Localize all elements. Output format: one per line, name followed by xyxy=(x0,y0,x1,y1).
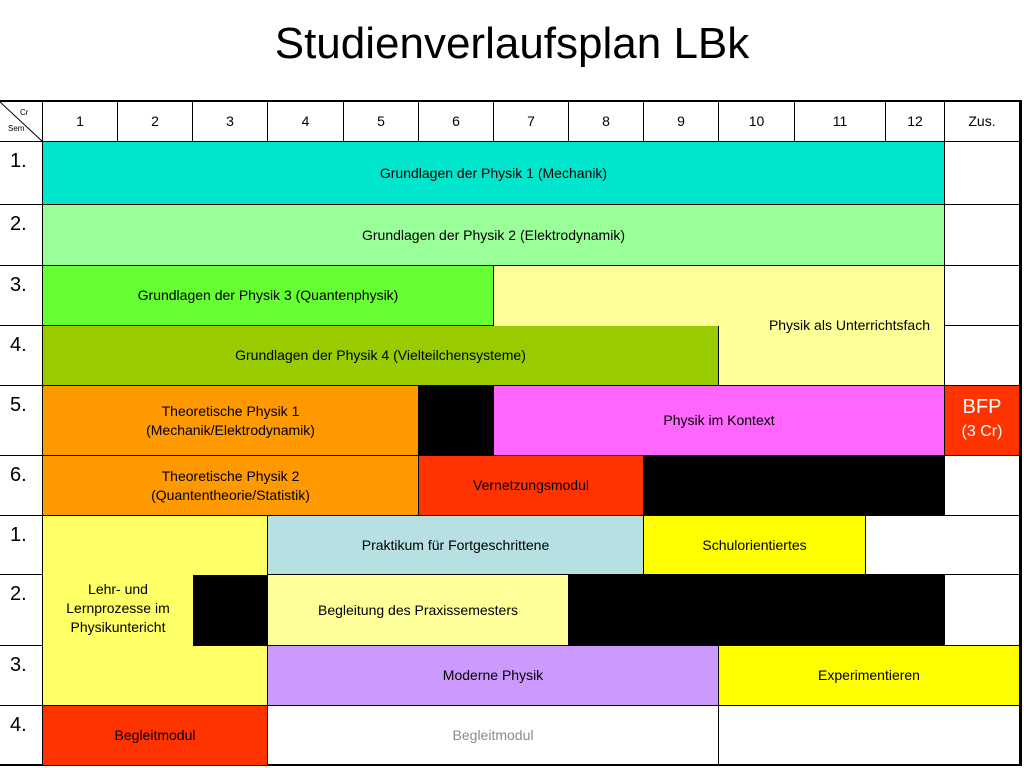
column-header-11: 11 xyxy=(795,102,886,142)
module-grundlagen-physik-3: Grundlagen der Physik 3 (Quantenphysik) xyxy=(43,266,494,326)
module-theoretische-physik-1: Theoretische Physik 1 (Mechanik/Elektrod… xyxy=(43,386,419,456)
semester-label-6: 6. xyxy=(0,456,43,516)
column-header-total: Zus. xyxy=(945,102,1020,142)
corner-header-cell: Cr Sem xyxy=(0,102,43,142)
module-lehr-line-2: Lernprozesse im xyxy=(66,600,170,616)
module-theoretische-physik-1-title: Theoretische Physik 1 xyxy=(161,402,300,419)
page-title: Studienverlaufsplan LBk xyxy=(274,19,750,68)
empty-white-block-row-7 xyxy=(866,516,1020,575)
semester-label-7: 1. xyxy=(0,516,43,575)
module-theoretische-physik-1-subtitle: (Mechanik/Elektrodynamik) xyxy=(146,421,315,438)
semester-label-5: 5. xyxy=(0,386,43,456)
column-header-7: 7 xyxy=(494,102,569,142)
total-cell-row-2 xyxy=(945,205,1020,266)
column-header-4: 4 xyxy=(268,102,344,142)
column-header-1: 1 xyxy=(43,102,118,142)
module-vernetzungsmodul: Vernetzungsmodul xyxy=(419,456,644,516)
module-lehr-line-1: Lehr- und xyxy=(88,581,148,597)
module-bfp-credits: (3 Cr) xyxy=(961,423,1003,440)
corner-diagonal-line xyxy=(0,102,42,141)
semester-label-1: 1. xyxy=(0,142,43,205)
empty-black-block-row-8-right xyxy=(569,575,945,646)
column-header-8: 8 xyxy=(569,102,644,142)
empty-black-block-row-5 xyxy=(419,386,494,456)
semester-label-3: 3. xyxy=(0,266,43,326)
module-praktikum-fortgeschrittene: Praktikum für Fortgeschrittene xyxy=(268,516,644,575)
column-header-3: 3 xyxy=(193,102,268,142)
module-bfp-title: BFP xyxy=(962,396,1002,418)
module-theoretische-physik-2: Theoretische Physik 2 (Quantentheorie/St… xyxy=(43,456,419,516)
module-grundlagen-physik-2: Grundlagen der Physik 2 (Elektrodynamik) xyxy=(43,205,945,266)
total-cell-row-8 xyxy=(945,575,1020,646)
semester-label-2: 2. xyxy=(0,205,43,266)
empty-black-block-row-6 xyxy=(644,456,945,516)
column-header-12: 12 xyxy=(886,102,945,142)
empty-black-block-row-8-left xyxy=(193,575,268,646)
semester-label-4: 4. xyxy=(0,326,43,386)
total-cell-row-4 xyxy=(945,326,1020,386)
module-lehr-und-lernprozesse-text: Lehr- und Lernprozesse im Physikunterich… xyxy=(43,580,193,637)
column-header-9: 9 xyxy=(644,102,719,142)
semester-label-8: 2. xyxy=(0,575,43,646)
semester-label-9: 3. xyxy=(0,646,43,706)
total-cell-row-3 xyxy=(945,266,1020,326)
module-physik-im-kontext: Physik im Kontext xyxy=(494,386,945,456)
module-theoretische-physik-2-title: Theoretische Physik 2 xyxy=(161,467,300,484)
semester-label-10: 4. xyxy=(0,706,43,766)
corner-semester-label: Sem xyxy=(8,124,25,133)
total-cell-row-6 xyxy=(945,456,1020,516)
column-header-2: 2 xyxy=(118,102,193,142)
module-experimentieren: Experimentieren xyxy=(719,646,1020,706)
column-header-6: 6 xyxy=(419,102,494,142)
module-begleitmodul-red: Begleitmodul xyxy=(43,706,268,766)
module-begleitung-praxissemester: Begleitung des Praxissemesters xyxy=(268,575,569,646)
module-begleitmodul-white: Begleitmodul xyxy=(268,706,719,766)
corner-credits-label: Cr xyxy=(20,108,29,117)
module-lehr-line-3: Physikuntericht xyxy=(70,619,166,635)
module-bfp: BFP (3 Cr) xyxy=(945,386,1020,456)
empty-white-block-row-10 xyxy=(719,706,1020,766)
module-theoretische-physik-2-subtitle: (Quantentheorie/Statistik) xyxy=(151,486,310,503)
module-grundlagen-physik-4: Grundlagen der Physik 4 (Vielteilchensys… xyxy=(43,326,719,386)
module-moderne-physik: Moderne Physik xyxy=(268,646,719,706)
module-grundlagen-physik-1: Grundlagen der Physik 1 (Mechanik) xyxy=(43,142,945,205)
study-plan-grid: Cr Sem 1 2 3 4 5 6 7 8 9 10 11 12 Zus. 1… xyxy=(0,100,1022,766)
column-header-10: 10 xyxy=(719,102,795,142)
column-header-5: 5 xyxy=(344,102,419,142)
total-cell-row-1 xyxy=(945,142,1020,205)
module-schulorientiertes: Schulorientiertes xyxy=(644,516,866,575)
